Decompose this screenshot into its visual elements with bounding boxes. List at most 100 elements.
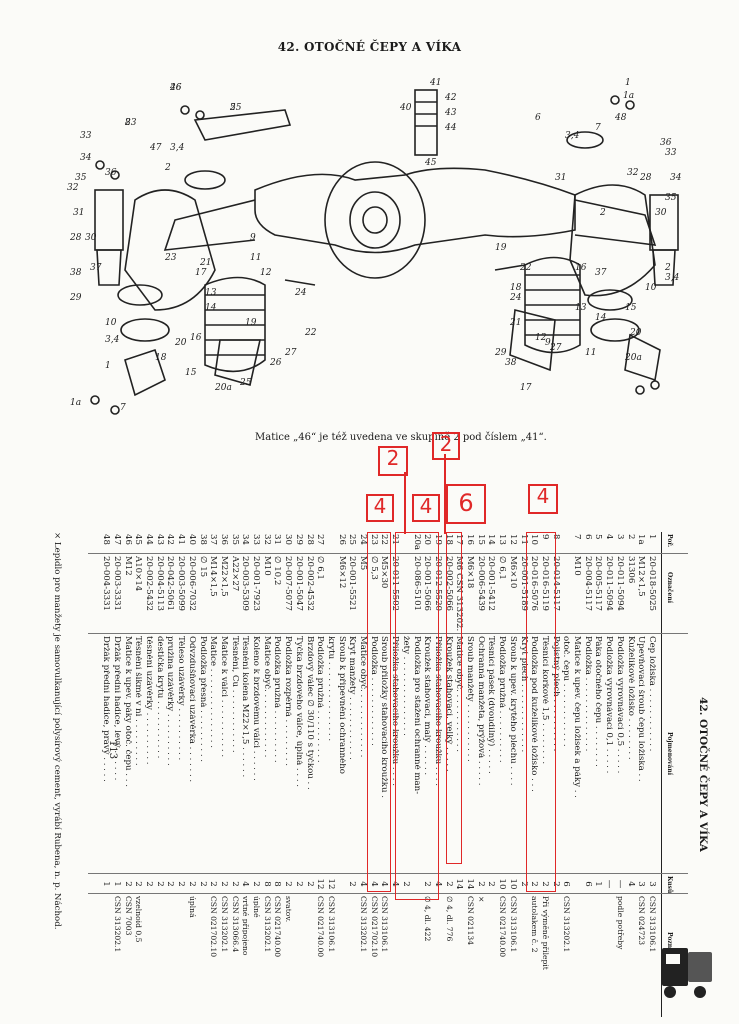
cell-pos: 3: [615, 534, 624, 552]
cell-qty: 6: [583, 876, 592, 892]
cell-number: A22×27: [230, 556, 239, 592]
part-callout: 34: [670, 173, 682, 183]
cell-pos: 27: [315, 534, 325, 545]
part-callout: 44: [444, 123, 457, 133]
cell-qty: —: [615, 876, 624, 892]
cell-name: Těsnění, Cu . . . . . . . . . . . .: [230, 636, 239, 753]
annotation-box: 4: [412, 494, 440, 522]
part-callout: 30: [655, 208, 667, 218]
part-callout: 38: [70, 268, 82, 278]
cell-note: ČSN 7003: [124, 896, 132, 936]
cell-number: ∅ 6,1: [497, 556, 507, 580]
cell-number: 20-001-7923: [251, 556, 261, 612]
cell-pos: 7: [573, 534, 582, 552]
cell-qty: 2: [305, 876, 314, 892]
cell-number: ∅ 10,2: [272, 556, 282, 586]
part-callout: 47: [149, 143, 162, 153]
cell-number: 31306: [626, 556, 635, 584]
cell-qty: 2: [294, 876, 303, 892]
part-callout: 20a: [214, 383, 232, 393]
cell-pos: 6: [583, 534, 592, 552]
cell-qty: 4: [359, 876, 368, 892]
cell-note: ČSN 313066.4: [231, 896, 239, 953]
part-callout: 3,4: [105, 335, 120, 345]
cell-name: otoč. čepu . . . . . . . . . . . .: [561, 636, 571, 747]
part-callout: 24: [294, 288, 307, 298]
cell-pos: 44: [144, 534, 154, 545]
cell-qty: 2: [155, 876, 164, 892]
cell-number: 20-002-4532: [305, 556, 314, 612]
part-callout: 8: [125, 118, 131, 128]
cell-pos: 2: [626, 534, 635, 552]
cell-note: ČSN 021740.00: [498, 896, 507, 958]
cell-qty: 4: [241, 876, 250, 892]
cell-qty: 4: [626, 876, 635, 892]
part-callout: 9: [250, 233, 256, 243]
cell-pos: 37: [208, 534, 218, 545]
cell-name: Podložka pružná . . . . . . . . . .: [315, 636, 325, 763]
cell-name: Kryt manžety . . . . . . . . . . . .: [347, 636, 357, 760]
cell-number: M12: [123, 556, 132, 576]
part-callout: 21: [199, 258, 211, 268]
header-name: Pojmenování: [666, 732, 673, 776]
cell-number: 20-004-3331: [101, 556, 111, 612]
cell-pos: 45: [133, 534, 143, 545]
part-callout: 42: [444, 93, 457, 103]
cell-pos: 1a: [636, 534, 646, 545]
cell-number: M14×1,5: [208, 556, 218, 597]
cell-pos: 1: [647, 534, 656, 552]
cell-pos: 15: [476, 534, 485, 545]
part-callout: 27: [549, 343, 562, 353]
cell-number: 20-007-5077: [283, 556, 293, 612]
part-callout: 33: [665, 148, 677, 158]
cell-qty: 3: [647, 876, 656, 892]
cell-qty: 2: [284, 876, 293, 892]
part-callout: 16: [190, 333, 202, 343]
cell-number: 20-018-5025: [647, 556, 656, 612]
part-callout: 23: [124, 118, 137, 128]
cell-name: Podložka přesná . . . . . . . . . .: [198, 636, 207, 762]
cell-qty: 14: [465, 878, 475, 890]
cell-note: Při výměně přilepit: [541, 896, 549, 970]
part-callout: 26: [269, 358, 282, 368]
cell-note: úplná: [188, 896, 196, 918]
part-callout: 26: [169, 83, 182, 93]
highlight-row: [526, 532, 556, 892]
cell-qty: 1: [594, 876, 603, 892]
cell-name: Koleno k brzdovému válci . . . . . .: [251, 636, 261, 781]
cell-qty: 2: [209, 876, 218, 892]
part-callout: 29: [69, 293, 82, 303]
cell-qty: 2: [145, 876, 154, 892]
cell-name: Šroub k připevnění ochranného: [337, 636, 346, 774]
cell-note: ČSN 021702.10: [209, 896, 218, 958]
cell-name: Matice k upev. čepu ložisek a páky . .: [572, 636, 582, 798]
cell-pos: 48: [101, 534, 111, 545]
cell-number: 20-003-3331: [112, 556, 121, 612]
cell-name: Šroub manžety . . . . . . . . . . .: [465, 636, 475, 762]
cell-pos: 25: [347, 534, 357, 545]
cell-pos: 42: [165, 534, 175, 545]
cell-number: M12×1,5: [636, 556, 646, 597]
part-callout: 29: [494, 348, 507, 358]
cell-name: Odvzdušňovací uzávěrka . . . . . . .: [187, 636, 196, 782]
diagram-note: Matice „46“ je též uvedena ve skupině 2 …: [255, 432, 547, 443]
cell-name: destička krytu . . . . . . . . . . .: [155, 636, 164, 758]
part-callout: 10: [105, 318, 117, 328]
cell-number: 20-003-5099: [176, 556, 186, 612]
cell-number: M10: [572, 556, 582, 576]
part-callout: 34: [80, 153, 92, 163]
cell-note: ČSN 313202.1: [359, 896, 368, 953]
